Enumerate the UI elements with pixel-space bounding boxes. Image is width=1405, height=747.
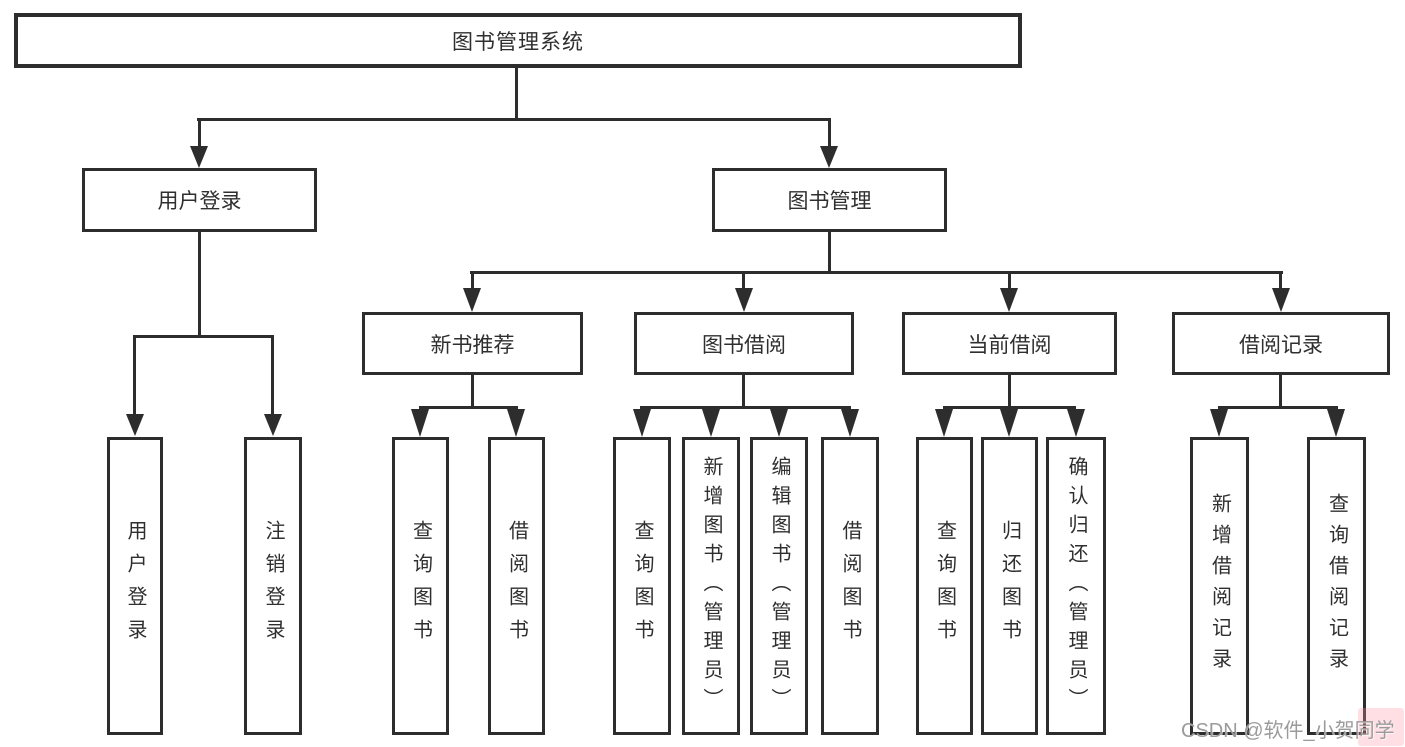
connector-recommend-rail xyxy=(419,406,518,409)
arrow-down-borrow-leaf3 xyxy=(770,409,788,437)
connector-current-drop xyxy=(1008,271,1011,288)
leaf-user-login: 用户登录 xyxy=(107,437,163,735)
arrow-down-recommend xyxy=(463,288,481,312)
connector-current-stem xyxy=(1008,375,1011,409)
connector-login-stem xyxy=(198,232,201,337)
node-root-label: 图书管理系统 xyxy=(452,30,584,54)
connector-records-stem xyxy=(1279,375,1282,409)
connector-level1-rail xyxy=(197,118,831,121)
arrow-down-records-leaf1 xyxy=(1210,409,1228,437)
leaf-label: 查询图书 xyxy=(631,520,653,652)
node-library-management-system: 图书管理系统 xyxy=(14,13,1022,68)
watermark: CSDN @软件_小贺同学 xyxy=(1181,720,1395,742)
leaf-label: 归还图书 xyxy=(998,520,1021,652)
connector-mgmt-stem xyxy=(828,232,831,273)
node-book-borrow: 图书借阅 xyxy=(634,312,854,375)
connector-records-drop xyxy=(1279,271,1282,288)
node-borrow-records: 借阅记录 xyxy=(1172,312,1390,375)
arrow-down-current-leaf3 xyxy=(1067,409,1085,437)
leaf-label: 编辑图书（管理员） xyxy=(768,455,790,717)
arrow-down-login-child1 xyxy=(126,414,144,436)
leaf-label: 新增借阅记录 xyxy=(1208,493,1231,679)
connector-login-drop xyxy=(198,118,201,146)
leaf-borrow-edit-books-admin: 编辑图书（管理员） xyxy=(750,437,808,735)
arrow-down-mgmt xyxy=(820,146,838,168)
connector-records-rail xyxy=(1218,406,1338,409)
arrow-down-borrow xyxy=(735,288,753,312)
node-new-book-recommend: 新书推荐 xyxy=(362,312,583,375)
arrow-down-current-leaf1 xyxy=(935,409,953,437)
leaf-current-return-books: 归还图书 xyxy=(981,437,1038,735)
arrow-down-borrow-leaf4 xyxy=(841,409,859,437)
arrow-down-records xyxy=(1272,288,1290,312)
arrow-down-current xyxy=(1000,288,1018,312)
leaf-borrow-query-books: 查询图书 xyxy=(613,437,671,735)
arrow-down-recommend-leaf2 xyxy=(507,409,525,437)
leaf-borrow-borrow-books: 借阅图书 xyxy=(821,437,879,735)
node-user-login-label: 用户登录 xyxy=(157,190,242,213)
arrow-down-login-child2 xyxy=(264,414,282,436)
arrow-down-login xyxy=(190,146,208,168)
leaf-user-login-label: 用户登录 xyxy=(124,520,146,652)
leaf-recommend-query-books: 查询图书 xyxy=(392,437,449,735)
arrow-down-records-leaf2 xyxy=(1327,409,1345,437)
arrow-down-recommend-leaf1 xyxy=(411,409,429,437)
leaf-label: 查询图书 xyxy=(409,520,432,652)
connector-mgmt-drop xyxy=(828,118,831,146)
connector-login-child1-drop xyxy=(133,335,136,416)
leaf-label: 确认归还（管理员） xyxy=(1065,455,1087,717)
connector-borrow-drop xyxy=(742,271,745,288)
node-current-borrow: 当前借阅 xyxy=(902,312,1117,375)
leaf-recommend-borrow-books: 借阅图书 xyxy=(488,437,545,735)
leaf-current-query-books: 查询图书 xyxy=(916,437,973,735)
leaf-records-query-record: 查询借阅记录 xyxy=(1307,437,1366,735)
node-new-book-recommend-label: 新书推荐 xyxy=(430,333,515,357)
connector-recommend-drop xyxy=(471,271,474,288)
connector-recommend-stem xyxy=(471,375,474,409)
node-user-login: 用户登录 xyxy=(82,168,317,232)
connector-login-rail xyxy=(133,335,274,338)
leaf-borrow-add-books-admin: 新增图书（管理员） xyxy=(682,437,740,735)
connector-current-rail xyxy=(943,406,1076,409)
leaf-label: 新增图书（管理员） xyxy=(700,455,722,717)
leaf-logout: 注销登录 xyxy=(244,437,302,735)
connector-borrow-rail xyxy=(640,406,851,409)
watermark-tint xyxy=(1358,708,1404,746)
connector-level2-rail xyxy=(470,271,1283,274)
connector-login-child2-drop xyxy=(271,335,274,416)
leaf-logout-label: 注销登录 xyxy=(262,520,284,652)
arrow-down-borrow-leaf1 xyxy=(633,409,651,437)
leaf-label: 借阅图书 xyxy=(505,520,528,652)
node-book-management: 图书管理 xyxy=(712,168,947,232)
node-current-borrow-label: 当前借阅 xyxy=(967,333,1052,357)
node-book-borrow-label: 图书借阅 xyxy=(702,333,786,357)
connector-root-stem xyxy=(515,66,518,120)
leaf-current-confirm-return-admin: 确认归还（管理员） xyxy=(1046,437,1106,735)
leaf-records-add-record: 新增借阅记录 xyxy=(1190,437,1249,735)
node-book-management-label: 图书管理 xyxy=(787,190,872,213)
leaf-label: 查询借阅记录 xyxy=(1325,493,1348,679)
leaf-label: 查询图书 xyxy=(933,520,956,652)
arrow-down-borrow-leaf2 xyxy=(702,409,720,437)
node-borrow-records-label: 借阅记录 xyxy=(1239,333,1323,357)
arrow-down-current-leaf2 xyxy=(1000,409,1018,437)
leaf-label: 借阅图书 xyxy=(839,520,861,652)
connector-borrow-stem xyxy=(742,375,745,409)
